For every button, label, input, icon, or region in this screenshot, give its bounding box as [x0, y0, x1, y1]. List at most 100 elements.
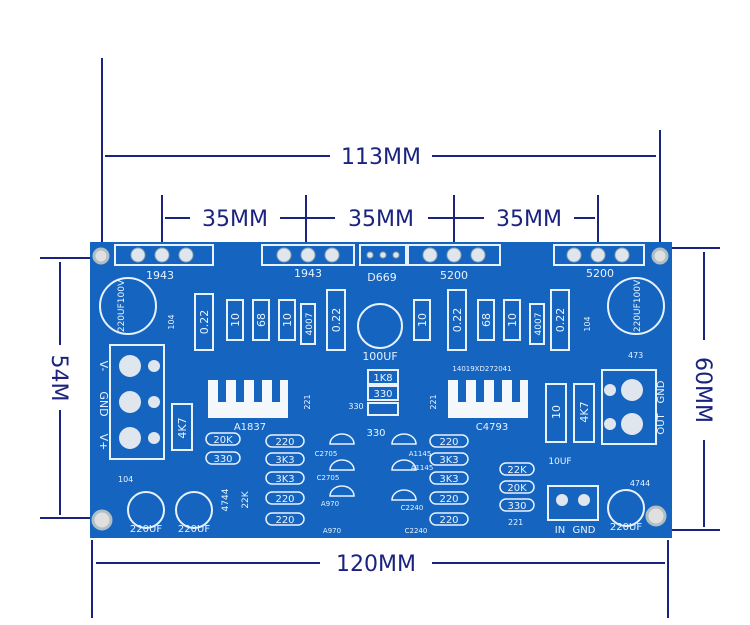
res-label-7: 0.22 — [451, 308, 464, 333]
res-label-3: 68 — [255, 313, 268, 327]
heatsink-right — [448, 380, 528, 418]
right-terminal-block — [601, 369, 657, 445]
center-res-outlines — [367, 369, 399, 416]
mid-label-7: A970 — [323, 527, 341, 535]
right-terminal-gnd: GND — [656, 380, 667, 403]
bottom-cap-3: 220UF — [610, 522, 642, 533]
small-res-1: 104 — [167, 314, 176, 329]
transistor-label-3: D669 — [367, 271, 396, 284]
left-col-res-5: 3K3 — [275, 474, 294, 485]
extension-lines — [40, 58, 720, 618]
small-res-5: 221 — [303, 394, 312, 409]
transistor-label-1: 1943 — [146, 269, 174, 282]
left-terminal-vminus: V- — [97, 361, 110, 372]
center-cap-label: 100UF — [362, 350, 397, 363]
left-res-col-outlines — [205, 432, 305, 526]
left-col-res-1: 20K — [213, 435, 233, 446]
vres-label-3: 10 — [550, 405, 563, 419]
bottom-misc-1: 4744 — [221, 488, 231, 511]
bottom-cap-outlines — [127, 489, 645, 529]
center-res-3: 330 — [348, 402, 363, 411]
transistor-label-2: 1943 — [294, 267, 322, 280]
vertical-res-outlines — [171, 383, 595, 451]
res-label-5: 0.22 — [330, 308, 343, 333]
small-res-7: 221 — [508, 518, 523, 527]
left-terminal-gnd: GND — [97, 391, 110, 416]
heatsink-label-right: C4793 — [476, 422, 508, 433]
right-col-res-8: 330 — [507, 501, 526, 512]
center-res-1: 1K8 — [373, 373, 392, 384]
right-col-res-1: 220 — [439, 437, 458, 448]
small-res-2: 104 — [583, 316, 592, 331]
res-label-10: 0.22 — [554, 308, 567, 333]
resistor-outlines — [194, 289, 570, 351]
res-label-8: 68 — [480, 313, 493, 327]
code-label: 14019XD272041 — [452, 365, 511, 373]
transistor-pads — [130, 247, 630, 263]
res-label-4: 10 — [281, 313, 294, 327]
right-col-res-7: 20K — [507, 483, 527, 494]
heatsink-label-left: A1837 — [234, 422, 266, 433]
transistor-outlines — [114, 244, 645, 266]
cap-label-left: 220UF100V — [117, 279, 127, 332]
res-label-1: 0.22 — [198, 310, 211, 335]
small-transistor-outlines — [329, 433, 417, 501]
mid-label-1: 330 — [366, 428, 385, 439]
dim-overall-width: 113MM — [341, 145, 421, 170]
right-res-col-outlines — [429, 434, 535, 526]
transistor-label-4: 5200 — [440, 269, 468, 282]
right-col-res-5: 220 — [439, 515, 458, 526]
res-label-6: 10 — [416, 313, 429, 327]
input-label-gnd: GND — [573, 525, 596, 536]
mid-label-8: C2240 — [401, 504, 424, 512]
left-terminal-vplus: V+ — [97, 434, 110, 451]
dim-board-width: 120MM — [336, 552, 416, 577]
left-col-res-6: 220 — [275, 494, 294, 505]
vres-label-1: 4K7 — [176, 417, 189, 438]
dim-spacing-3: 35MM — [496, 207, 562, 232]
mid-label-2: C2705 — [315, 450, 338, 458]
dimension-lines — [59, 155, 705, 564]
small-res-3: 104 — [118, 475, 133, 484]
mid-label-3: C2705 — [317, 474, 340, 482]
vres-label-2: 4K7 — [578, 401, 591, 422]
res-label-2: 10 — [229, 313, 242, 327]
diode-label-1: 4007 — [305, 313, 315, 336]
mid-label-9: C2240 — [405, 527, 428, 535]
dim-board-height-right: 60MM — [690, 357, 715, 423]
small-res-6: 221 — [429, 394, 438, 409]
res-label-9: 10 — [506, 313, 519, 327]
small-res-4: 473 — [628, 351, 643, 360]
bottom-misc-3: 10UF — [548, 457, 571, 467]
mid-label-5: A1145 — [411, 464, 434, 472]
bottom-cap-2: 220UF — [178, 524, 210, 535]
bottom-cap-1: 220UF — [130, 524, 162, 535]
transistor-label-5: 5200 — [586, 267, 614, 280]
left-col-res-7: 220 — [275, 515, 294, 526]
capacitor-outlines — [99, 277, 665, 335]
left-terminal-block — [109, 344, 165, 460]
left-col-res-3: 220 — [275, 437, 294, 448]
mounting-holes — [91, 247, 669, 531]
left-col-res-4: 3K3 — [275, 455, 294, 466]
left-col-res-2: 330 — [213, 454, 232, 465]
mid-label-4: A1145 — [409, 450, 432, 458]
right-col-res-2: 3K3 — [439, 455, 458, 466]
input-header — [547, 485, 599, 521]
center-res-2: 330 — [373, 389, 392, 400]
mid-label-6: A970 — [321, 500, 339, 508]
dim-spacing-2: 35MM — [348, 207, 414, 232]
heatsink-left — [208, 380, 288, 418]
bottom-misc-4: 4744 — [630, 479, 650, 488]
cap-label-right: 220UF100V — [633, 279, 643, 332]
input-label-in: IN — [555, 525, 565, 536]
bottom-misc-2: 22K — [241, 490, 251, 508]
right-col-res-6: 22K — [507, 465, 527, 476]
diode-label-2: 4007 — [534, 313, 544, 336]
right-terminal-out: OUT — [656, 412, 667, 434]
dim-board-height-left: 54M — [46, 355, 71, 402]
right-col-res-4: 220 — [439, 494, 458, 505]
right-col-res-3: 3K3 — [439, 474, 458, 485]
dim-spacing-1: 35MM — [202, 207, 268, 232]
